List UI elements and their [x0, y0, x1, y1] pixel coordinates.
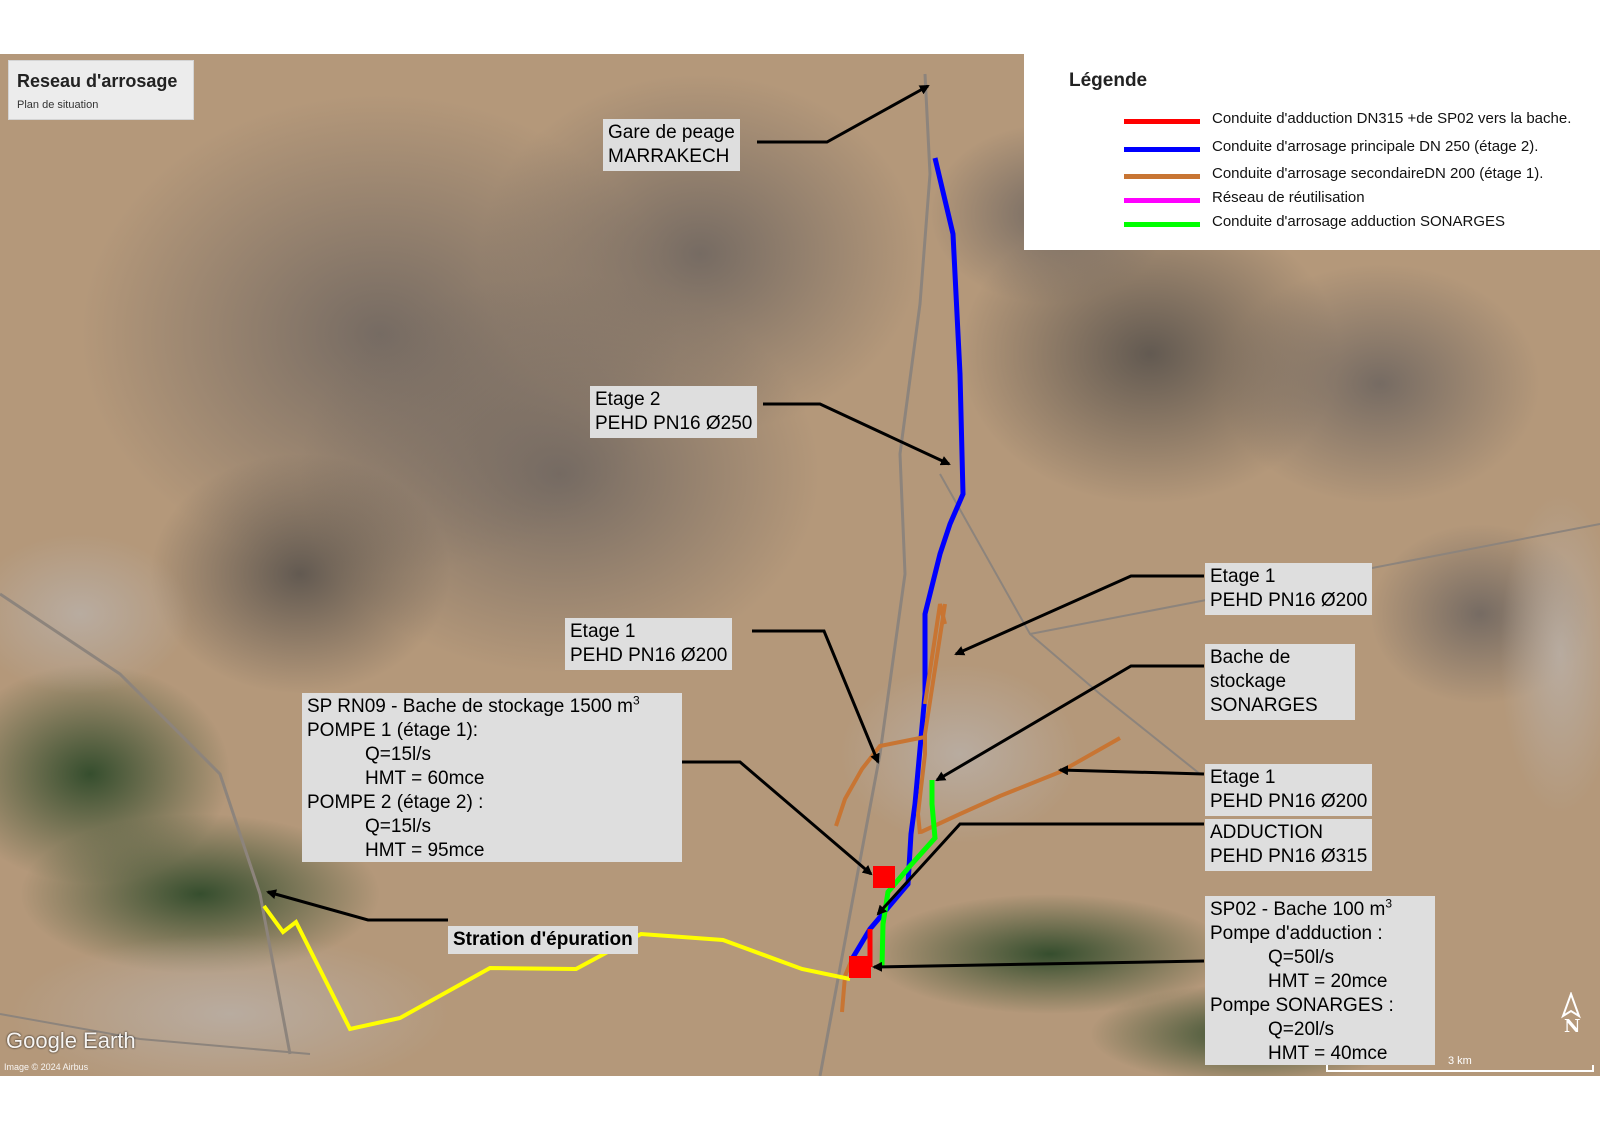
- road: [0, 1013, 311, 1055]
- arrow-sp02: [872, 959, 1205, 972]
- terrain-urban: [0, 534, 190, 694]
- label-gare-peage: Gare de peage MARRAKECH: [603, 119, 740, 171]
- road: [0, 592, 292, 1055]
- label-etage1-left: Etage 1 PEHD PN16 Ø200: [565, 618, 733, 670]
- arrow-bache: [935, 664, 1204, 782]
- legend-title: Légende: [1069, 70, 1148, 91]
- legend-swatch-secondaire: [1124, 174, 1200, 179]
- label-adduction: ADDUCTION PEHD PN16 Ø315: [1205, 819, 1373, 871]
- pipe-secondaire-west: [834, 735, 926, 827]
- google-earth-logo: Google Earth: [6, 1028, 136, 1053]
- pipe-principale-dn250: [849, 157, 966, 961]
- arrow-etage1-left: [752, 629, 880, 764]
- terrain-urban: [1500, 494, 1600, 814]
- station-sp02: [849, 956, 871, 978]
- map-subtitle: Plan de situation: [17, 99, 99, 111]
- arrow-adduction: [876, 822, 1204, 916]
- legend-swatch-sonarges: [1124, 222, 1200, 227]
- legend-swatch-adduction: [1124, 119, 1200, 124]
- legend-item-label: Conduite d'arrosage adduction SONARGES: [1212, 213, 1506, 230]
- label-sp-rn09: SP RN09 - Bache de stockage 1500 m3 POMP…: [302, 693, 682, 862]
- terrain-urban: [10, 934, 450, 1076]
- arrow-etage1-right-bottom: [1058, 765, 1205, 776]
- legend-item-label: Conduite d'adduction DN315 +de SP02 vers…: [1212, 110, 1572, 127]
- north-arrow-icon: N: [1556, 991, 1586, 1042]
- pipe-sonarges: [879, 780, 938, 968]
- legend-item-label: Conduite d'arrosage principale DN 250 (é…: [1212, 138, 1539, 155]
- label-bache-sonarges: Bache de stockage SONARGES: [1205, 644, 1355, 720]
- legend-item-label: Réseau de réutilisation: [1212, 189, 1365, 206]
- legend-swatch-principale: [1124, 147, 1200, 152]
- label-etage1-right-bottom: Etage 1 PEHD PN16 Ø200: [1205, 764, 1373, 816]
- arrow-etage2: [763, 402, 951, 466]
- scale-label: 3 km: [1448, 1055, 1472, 1067]
- terrain-mountain: [150, 454, 450, 694]
- station-sp-rn09: [873, 866, 895, 888]
- terrain-mountain: [1220, 264, 1540, 504]
- legend-swatch-reutilisation: [1124, 198, 1200, 203]
- label-etage2: Etage 2 PEHD PN16 Ø250: [590, 386, 758, 438]
- arrow-sp-rn09: [670, 760, 873, 876]
- scale-bar-line: [1326, 1065, 1594, 1072]
- label-station-epuration: Stration d'épuration: [448, 926, 638, 954]
- north-label: N: [1564, 1016, 1581, 1037]
- road: [939, 473, 1201, 775]
- map-title-box: Reseau d'arrosage Plan de situation: [8, 60, 194, 120]
- arrow-etage1-right-top: [954, 574, 1204, 656]
- legend-panel: Légende Conduite d'adduction DN315 +de S…: [1024, 54, 1600, 250]
- map-title: Reseau d'arrosage: [17, 71, 178, 91]
- scale-bar: 3 km: [1326, 1055, 1594, 1072]
- terrain-vegetation: [20, 814, 380, 974]
- imagery-copyright: Image © 2024 Airbus: [4, 1062, 89, 1072]
- pipe-rejet: [262, 904, 851, 1032]
- road: [818, 73, 932, 1076]
- pipe-secondaire-east: [920, 736, 1121, 834]
- label-etage1-right-top: Etage 1 PEHD PN16 Ø200: [1205, 563, 1373, 615]
- pipe-secondaire-main: [915, 603, 947, 835]
- terrain-urban: [840, 664, 1080, 844]
- label-sp02: SP02 - Bache 100 m3 Pompe d'adduction : …: [1205, 896, 1435, 1065]
- terrain-vegetation: [870, 894, 1230, 1014]
- legend-item-label: Conduite d'arrosage secondaireDN 200 (ét…: [1212, 165, 1544, 182]
- arrow-gare: [757, 84, 930, 144]
- arrow-station: [266, 889, 448, 922]
- north-arrow-glyph: [1561, 991, 1581, 1019]
